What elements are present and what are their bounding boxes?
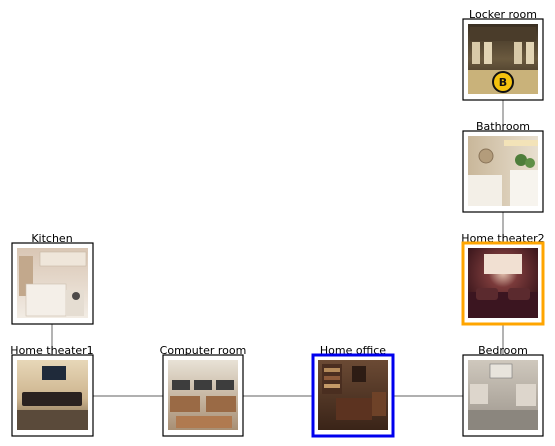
node-thumbnail-home-office <box>318 360 388 430</box>
node-label-locker-room: Locker room <box>469 8 537 21</box>
node-label-home-theater1: Home theater1 <box>10 344 93 357</box>
node-label-bedroom: Bedroom <box>478 344 528 357</box>
node-home-theater1: Home theater1 <box>10 344 94 437</box>
node-label-kitchen: Kitchen <box>31 232 72 245</box>
node-thumbnail-bathroom <box>468 136 538 206</box>
node-thumbnail-computer-room <box>168 360 238 430</box>
node-home-office: Home office <box>311 344 395 438</box>
node-label-computer-room: Computer room <box>160 344 247 357</box>
node-bathroom: Bathroom <box>462 120 544 213</box>
node-computer-room: Computer room <box>160 344 247 437</box>
node-thumbnail-locker-room: B <box>468 24 538 94</box>
node-thumbnail-kitchen <box>17 248 88 318</box>
node-locker-room: Locker room B <box>462 8 544 101</box>
node-home-theater2: Home theater2 <box>461 232 545 326</box>
node-thumbnail-home-theater1 <box>17 360 88 430</box>
node-label-bathroom: Bathroom <box>476 120 530 133</box>
node-thumbnail-home-theater2 <box>468 248 538 318</box>
node-thumbnail-bedroom <box>468 360 538 430</box>
svg-text:B: B <box>499 76 507 89</box>
node-kitchen: Kitchen <box>11 232 94 325</box>
node-bedroom: Bedroom <box>462 344 544 437</box>
edges <box>51 100 504 397</box>
